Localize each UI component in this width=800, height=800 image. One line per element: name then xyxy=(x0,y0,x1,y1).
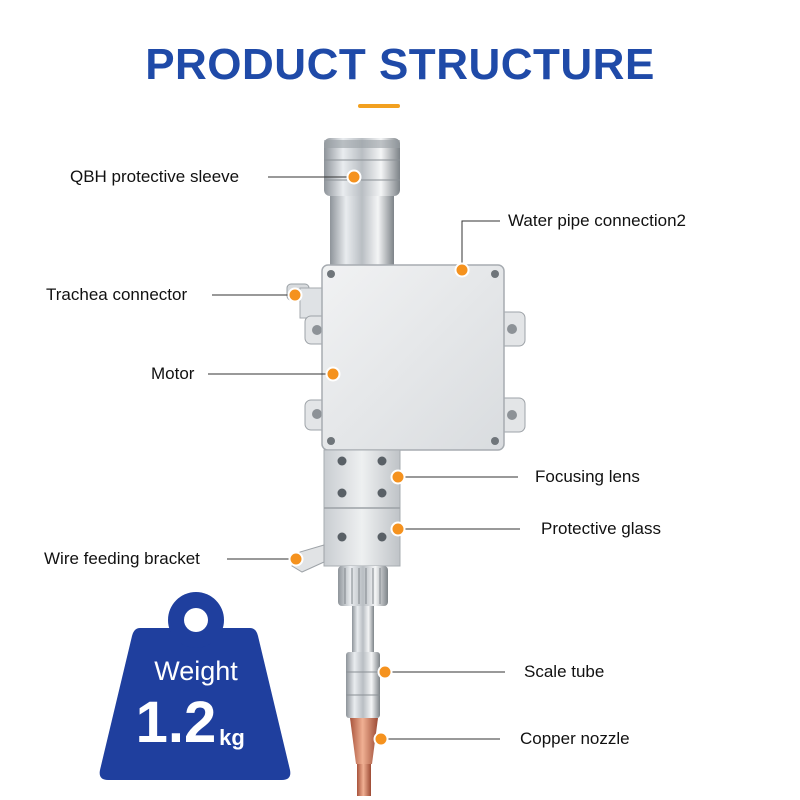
dot-trachea xyxy=(287,287,303,303)
motor-box xyxy=(321,264,505,451)
dot-copper xyxy=(373,731,389,747)
weight-value: 1.2 xyxy=(136,690,217,755)
callout-dots xyxy=(287,169,470,747)
qbh-sleeve xyxy=(324,138,400,268)
leader-lines xyxy=(208,176,520,740)
label-wire-feeding-bracket: Wire feeding bracket xyxy=(44,549,200,568)
dot-water xyxy=(454,262,470,278)
dot-scale xyxy=(377,664,393,680)
title-underline xyxy=(358,104,400,108)
dot-focusing xyxy=(390,469,406,485)
page-title: PRODUCT STRUCTURE xyxy=(145,40,655,89)
label-water-pipe-connection: Water pipe connection2 xyxy=(508,211,686,230)
label-scale-tube: Scale tube xyxy=(524,662,605,681)
label-trachea-connector: Trachea connector xyxy=(46,285,188,304)
label-focusing-lens: Focusing lens xyxy=(535,467,640,486)
weight-label: Weight xyxy=(154,656,238,686)
label-copper-nozzle: Copper nozzle xyxy=(520,729,630,748)
lower-block xyxy=(323,449,401,567)
weight-unit: kg xyxy=(219,725,245,750)
dot-motor xyxy=(325,366,341,382)
dot-protective xyxy=(390,521,406,537)
label-motor: Motor xyxy=(151,364,195,383)
label-qbh-protective-sleeve: QBH protective sleeve xyxy=(70,167,240,186)
copper-nozzle xyxy=(350,718,378,796)
label-protective-glass: Protective glass xyxy=(541,519,661,538)
dot-wire xyxy=(288,551,304,567)
knurled-nut xyxy=(338,566,388,606)
dot-qbh xyxy=(346,169,362,185)
weight-badge: Weight 1.2 kg xyxy=(99,592,291,780)
scale-tube xyxy=(346,606,380,718)
